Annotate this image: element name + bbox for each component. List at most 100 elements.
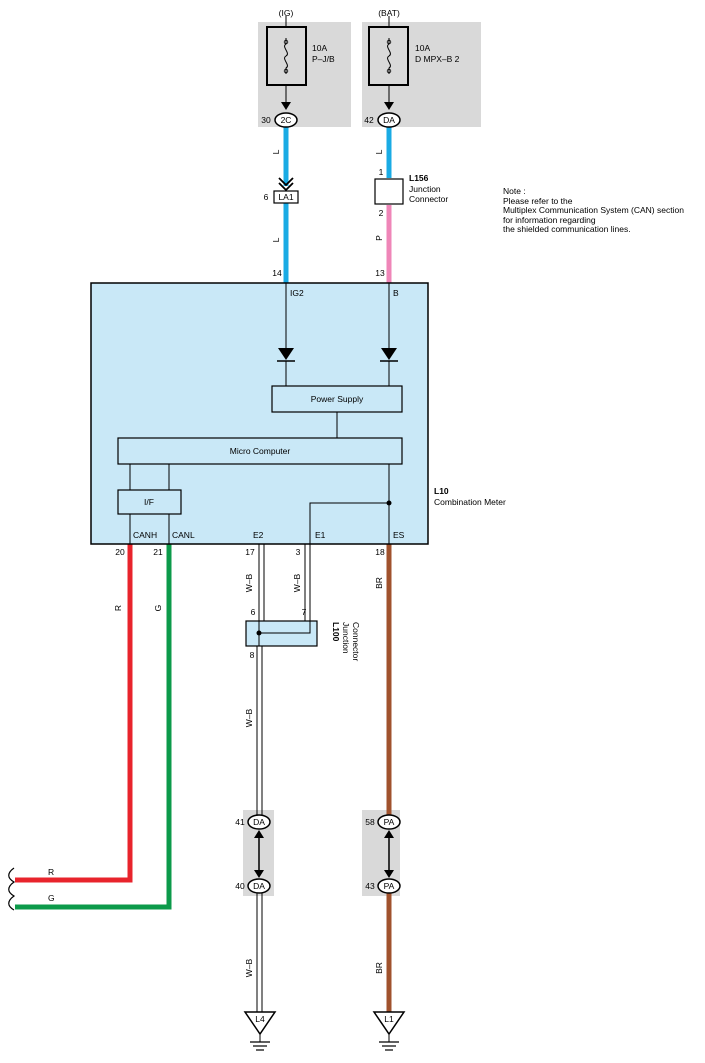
pin-num-b: 13 (375, 268, 385, 278)
double-arrow-da-icon (254, 830, 264, 878)
connector-pa-43: PA (377, 878, 401, 894)
micro-computer-label: Micro Computer (230, 446, 291, 456)
power-supply-label: Power Supply (311, 394, 364, 404)
svg-text:Please refer to the: Please refer to the (503, 196, 573, 206)
micro-computer-block (117, 437, 403, 465)
svg-text:for information regarding: for information regarding (503, 215, 596, 225)
wire-label-wb-bottom: W–B (244, 958, 254, 977)
svg-text:DA: DA (253, 881, 265, 891)
svg-text:2C: 2C (281, 115, 292, 125)
wire-g (15, 544, 172, 910)
connector-pa-58: PA (377, 814, 401, 830)
junction-l100-pin-left: 6 (251, 607, 256, 617)
meter-id: L10 (434, 486, 449, 496)
ground-l1-icon (372, 1011, 406, 1051)
ground-l1-label: L1 (384, 1014, 394, 1024)
la1-chevron-icon (278, 177, 294, 192)
ig-fuse-area (258, 22, 351, 127)
wire-r (15, 544, 133, 883)
pin-num-canh: 20 (115, 547, 125, 557)
meter-name: Combination Meter (434, 497, 506, 507)
connector-pa-58-pin: 58 (365, 817, 375, 827)
svg-text:DA: DA (253, 817, 265, 827)
note: Note : Please refer to the Multiplex Com… (503, 186, 684, 234)
connector-la1: LA1 (273, 190, 299, 204)
ig-fuse-rating: 10A (312, 43, 327, 53)
connector-da-top: DA (377, 112, 401, 128)
bat-fuse-icon (387, 38, 391, 74)
double-arrow-pa-icon (384, 830, 394, 878)
ground-l4-icon (243, 1011, 277, 1051)
connector-la1-pin: 6 (264, 192, 269, 202)
svg-text:Note :: Note : (503, 186, 526, 196)
ig-fuse-icon (284, 38, 288, 74)
wire-label-wb-mid: W–B (244, 708, 254, 727)
wire-wb-mid (256, 646, 263, 815)
bat-arrow-icon (384, 102, 394, 110)
pin-label-b: B (393, 288, 399, 298)
connector-2c: 2C (274, 112, 298, 128)
connector-da-40: DA (247, 878, 271, 894)
wire-label-br-lower: BR (374, 962, 384, 974)
wire-label-br-upper: BR (374, 577, 384, 589)
ground-l4-label: L4 (255, 1014, 265, 1024)
wire-label-l-lower: L (271, 237, 281, 242)
pin-label-ig2: IG2 (290, 288, 304, 298)
pin-num-e1: 3 (296, 547, 301, 557)
connector-da-top-pin: 42 (364, 115, 374, 125)
junction-l100-name-1: Junction (341, 622, 351, 654)
svg-text:PA: PA (384, 817, 395, 827)
pin-num-e2: 17 (245, 547, 255, 557)
wire-wb-e2 (258, 544, 265, 621)
svg-text:Multiplex Communication System: Multiplex Communication System (CAN) sec… (503, 205, 684, 215)
junction-l156-name-1: Junction (409, 184, 441, 194)
ig-arrow-icon (281, 102, 291, 110)
diode-b-icon (381, 348, 397, 360)
wire-label-l-bat: L (374, 149, 384, 154)
wire-label-l-upper: L (271, 149, 281, 154)
pin-num-canl: 21 (153, 547, 163, 557)
wire-label-g: G (153, 605, 163, 612)
pin-label-e2: E2 (253, 530, 264, 540)
connector-da-40-pin: 40 (235, 881, 245, 891)
bat-fuse-name: D MPX–B 2 (415, 54, 460, 64)
connector-da-41-pin: 41 (235, 817, 245, 827)
svg-text:LA1: LA1 (278, 192, 293, 202)
bat-fuse-area (362, 22, 481, 127)
bat-source-label: (BAT) (378, 8, 400, 18)
wire-label-wb-e2: W–B (244, 573, 254, 592)
junction-l156-name-2: Connector (409, 194, 448, 204)
interface-label: I/F (144, 497, 154, 507)
svg-text:DA: DA (383, 115, 395, 125)
pin-label-canh: CANH (133, 530, 157, 540)
pin-num-es: 18 (375, 547, 385, 557)
wire-label-g-end: G (48, 893, 55, 903)
junction-l100-id: L100 (331, 622, 341, 642)
svg-text:PA: PA (384, 881, 395, 891)
junction-l156-id: L156 (409, 173, 429, 183)
diode-ig2-icon (278, 348, 294, 360)
junction-l156-box (374, 178, 404, 205)
svg-text:the shielded communication lin: the shielded communication lines. (503, 224, 631, 234)
bat-fuse-rating: 10A (415, 43, 430, 53)
junction-l100-name-2: Connector (351, 622, 361, 661)
interface-block (117, 489, 182, 515)
connector-pa-43-pin: 43 (365, 881, 375, 891)
ig-source-label: (IG) (279, 8, 294, 18)
wire-label-r: R (113, 605, 123, 611)
junction-l156-pin-top: 1 (379, 167, 384, 177)
wire-label-p: P (374, 235, 384, 241)
junction-l100-pin-bottom: 8 (250, 650, 255, 660)
ig-fuse-name: P–J/B (312, 54, 335, 64)
wire-label-wb-e1: W–B (292, 573, 302, 592)
connector-2c-pin: 30 (261, 115, 271, 125)
pin-label-canl: CANL (172, 530, 195, 540)
connector-da-41: DA (247, 814, 271, 830)
junction-l156-pin-bottom: 2 (379, 208, 384, 218)
pin-label-e1: E1 (315, 530, 326, 540)
wire-label-r-end: R (48, 867, 54, 877)
junction-l100-pin-right: 7 (302, 607, 307, 617)
shield-break-icon (8, 867, 16, 911)
pin-label-es: ES (393, 530, 405, 540)
